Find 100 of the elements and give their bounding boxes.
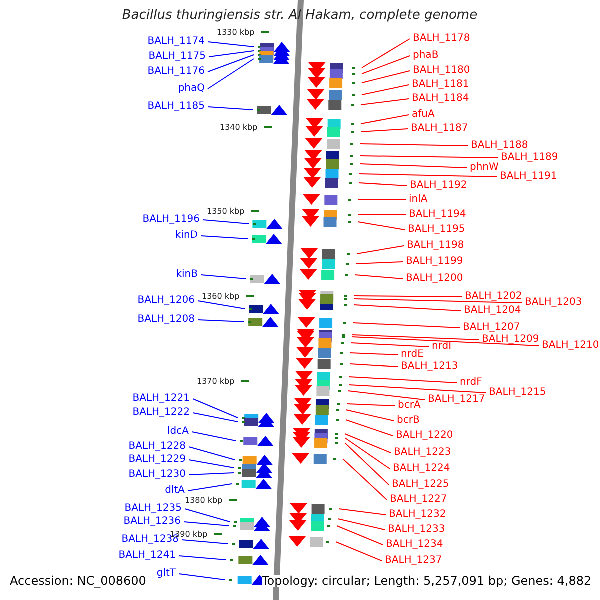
- gene-label: dltA: [165, 485, 185, 497]
- leader-line: [362, 38, 410, 68]
- leader-line: [208, 106, 254, 110]
- leader-line: [200, 274, 246, 280]
- gene-label: phnW: [470, 162, 499, 174]
- gene-label: kinB: [176, 269, 198, 281]
- leader-line: [336, 526, 384, 546]
- gene-label: nrdE: [401, 349, 424, 361]
- leader-line: [356, 262, 404, 264]
- gene-label: BALH_1188: [471, 140, 528, 152]
- leader-line: [346, 420, 394, 436]
- leader-line: [350, 342, 430, 348]
- info-text: Topology: circular; Length: 5,257,091 bp; Genes: 4,882: [262, 575, 592, 587]
- gene-label: BALH_1232: [389, 509, 446, 521]
- gene-label: nrdI: [432, 341, 452, 353]
- leader-line: [336, 542, 382, 562]
- leader-line: [198, 320, 244, 322]
- gene-label: BALH_1213: [401, 361, 458, 373]
- leader-line: [362, 70, 410, 84]
- leader-line: [360, 114, 410, 124]
- position-label: 1380 kbp: [185, 496, 223, 504]
- gene-label: BALH_1192: [410, 180, 468, 192]
- leader-line: [356, 246, 404, 254]
- leader-line: [344, 442, 390, 486]
- gene-label: BALH_1217: [428, 394, 486, 406]
- leader-line: [346, 410, 394, 422]
- gene-label: BALH_1223: [394, 447, 452, 459]
- leader-line: [358, 174, 498, 178]
- gene-label: nrdF: [460, 377, 482, 389]
- gene-label: BALH_1175: [148, 51, 206, 63]
- leader-line: [342, 458, 388, 500]
- gene-label: BALH_1229: [128, 454, 186, 466]
- gene-label: BALH_1176: [148, 66, 205, 78]
- leader-line: [184, 522, 230, 526]
- gene-label: BALH_1235: [124, 503, 182, 515]
- gene-label: BALH_1209: [482, 334, 540, 346]
- gene-label: BALH_1187: [411, 123, 468, 135]
- title: Bacillus thuringiensis str. Al Hakam, complete genome: [121, 10, 479, 22]
- gene-label: BALH_1237: [385, 555, 442, 567]
- leader-line: [354, 298, 522, 304]
- gene-label: BALH_1210: [542, 340, 600, 352]
- gene-label: BALH_1200: [406, 273, 464, 285]
- gene-label: gltT: [156, 568, 176, 580]
- gene-label: BALH_1222: [132, 407, 190, 419]
- gene-label: BALH_1204: [464, 305, 522, 317]
- gene-label: BALH_1207: [463, 322, 520, 334]
- gene-label: BALH_1234: [386, 539, 444, 551]
- leader-line: [350, 364, 398, 368]
- leader-line: [362, 84, 410, 96]
- gene-label: BALH_1230: [128, 469, 186, 481]
- leader-line: [360, 144, 468, 146]
- gene-label: BALH_1198: [407, 240, 464, 252]
- gene-label: BALH_1228: [128, 441, 186, 453]
- gene-label: bcrB: [397, 415, 420, 427]
- leader-line: [178, 574, 226, 580]
- position-label: 1340 kbp: [220, 122, 258, 132]
- gene-label: BALH_1221: [132, 393, 190, 405]
- gene-label: BALH_1174: [148, 36, 205, 48]
- gene-label: BALH_1206: [138, 295, 195, 307]
- gene-label: ldcA: [168, 426, 189, 438]
- gene-label: BALH_1225: [392, 479, 450, 491]
- gene-label: phaQ: [178, 83, 205, 95]
- leader-line: [202, 220, 250, 224]
- leader-line: [358, 214, 406, 216]
- leader-line: [208, 42, 254, 48]
- leader-line: [188, 446, 236, 460]
- gene-label: BALH_1181: [412, 79, 470, 91]
- leader-line: [184, 508, 230, 522]
- gene-label: BALH_1236: [124, 516, 181, 528]
- leader-line: [346, 404, 396, 406]
- gene-label: BALH_1178: [413, 33, 470, 45]
- gene-label: inlA: [409, 194, 428, 206]
- leader-line: [354, 274, 404, 280]
- gene-label: BALH_1241: [118, 550, 176, 562]
- leader-line: [188, 472, 234, 476]
- info-text: Accession: NC_008600: [10, 575, 146, 587]
- position-label: 1360 kbp: [202, 292, 240, 300]
- leader-line: [358, 222, 406, 230]
- gene-label: BALH_1224: [393, 463, 450, 475]
- leader-line: [208, 50, 254, 58]
- leader-line: [354, 296, 462, 298]
- leader-line: [360, 156, 498, 158]
- gene-label: BALH_1202: [465, 291, 522, 303]
- gene-label: BALH_1180: [413, 65, 470, 77]
- leader-line: [208, 54, 254, 72]
- leader-line: [338, 508, 386, 516]
- gene-label: phaB: [413, 50, 439, 62]
- leader-line: [358, 182, 408, 186]
- leader-line: [348, 384, 486, 394]
- leader-line: [192, 412, 238, 422]
- leader-line: [354, 304, 462, 312]
- gene-label: BALH_1189: [501, 152, 558, 164]
- gene-label: BALH_1203: [525, 297, 582, 309]
- leader-line: [362, 56, 410, 74]
- leader-line: [352, 322, 460, 328]
- gene-label: BALH_1185: [148, 101, 205, 113]
- gene-label: bcrA: [398, 400, 421, 412]
- gene-label: BALH_1191: [500, 171, 558, 183]
- gene-label: BALH_1220: [396, 430, 454, 442]
- leader-line: [350, 352, 398, 356]
